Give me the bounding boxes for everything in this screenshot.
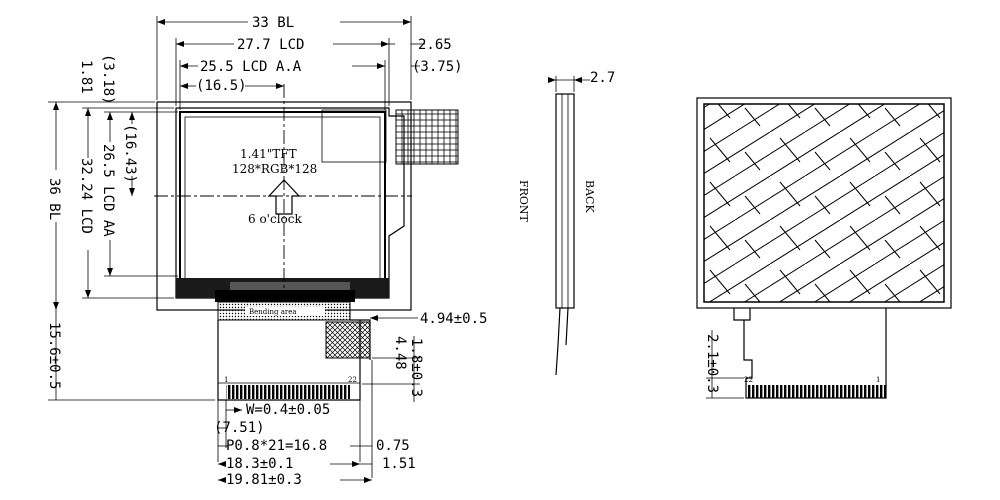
dim-right-aa-offset: (3.75) bbox=[412, 59, 463, 75]
panel-resolution-label: 128*RGB*128 bbox=[232, 162, 317, 176]
dim-fpc-margin: 1.51 bbox=[382, 456, 416, 472]
pin-first-label: 1 bbox=[224, 376, 228, 384]
dim-lcd-aa-width: 25.5 LCD A.A bbox=[200, 59, 302, 75]
dim-fpc-width: 18.3±0.1 bbox=[226, 456, 293, 472]
front-label: FRONT bbox=[517, 180, 530, 223]
dim-lcd-aa-height: 26.5 LCD AA bbox=[100, 144, 116, 237]
fpc-cable: Bending area 1 22 bbox=[215, 290, 371, 401]
dim-fpc-total-width: 19.81±0.3 bbox=[226, 472, 302, 488]
back-label: BACK bbox=[583, 180, 596, 213]
up-arrow-icon bbox=[267, 179, 301, 215]
dim-thickness: 2.7 bbox=[590, 70, 615, 86]
dim-bl-height: 36 BL bbox=[46, 178, 62, 220]
side-view: 2.7 FRONT BACK bbox=[517, 70, 615, 376]
dim-top-offset: 1.81 bbox=[78, 60, 94, 94]
active-area-inner bbox=[184, 116, 381, 288]
dim-fpc-right-width: 4.94±0.5 bbox=[420, 311, 487, 327]
dim-right-offset: 2.65 bbox=[418, 37, 452, 53]
back-fpc bbox=[733, 308, 887, 399]
back-fpc-contacts bbox=[746, 385, 886, 398]
dim-pin-offset: (7.51) bbox=[214, 420, 265, 436]
back-pin-first-label: 1 bbox=[876, 376, 880, 384]
bending-area-label: Bending area bbox=[249, 308, 297, 316]
side-body bbox=[555, 93, 575, 309]
dim-pitch-end: 0.75 bbox=[376, 438, 410, 454]
lcd-glass-outline bbox=[175, 107, 405, 299]
panel-size-label: 1.41"TFT bbox=[240, 147, 297, 161]
dim-contact-length: 4.48 bbox=[392, 336, 408, 370]
dim-lcd-height: 32.24 LCD bbox=[78, 158, 94, 234]
film-tab bbox=[395, 109, 459, 165]
back-pin-last-label: 22 bbox=[744, 376, 753, 384]
back-outline bbox=[696, 97, 952, 309]
orientation-label: 6 o'clock bbox=[248, 212, 302, 226]
dim-fpc-length: 15.6±0.5 bbox=[46, 322, 62, 389]
dim-bl-width: 33 BL bbox=[252, 15, 294, 31]
back-panel-hatch bbox=[703, 103, 945, 303]
top-dimensions: 33 BL 27.7 LCD 2.65 25.5 LCD A.A (3.75) … bbox=[156, 15, 463, 110]
dim-stiffener: 1.8±0.3 bbox=[408, 338, 424, 397]
dim-lcd-width: 27.7 LCD bbox=[237, 37, 304, 53]
fpc-contacts bbox=[226, 385, 350, 399]
back-view: 22 1 2.1±0.3 bbox=[696, 97, 952, 399]
dim-pin-width: W=0.4±0.05 bbox=[246, 402, 330, 418]
dim-center-x: (16.5) bbox=[196, 78, 247, 94]
fpc-bottom-dimensions: W=0.4±0.05 (7.51) P0.8*21=16.8 0.75 18.3… bbox=[214, 360, 416, 488]
left-dimensions: 36 BL 15.6±0.5 32.24 LCD 1.81 26.5 LCD A… bbox=[46, 54, 215, 401]
active-area bbox=[179, 111, 386, 293]
dim-back-bottom: 2.1±0.3 bbox=[704, 334, 720, 393]
pin-last-label: 22 bbox=[348, 376, 357, 384]
fpc-right-dimensions: 4.94±0.5 1.8±0.3 4.48 bbox=[362, 311, 487, 402]
dim-top-aa-offset: (3.18) bbox=[100, 54, 116, 105]
dim-center-y: (16.43) bbox=[122, 124, 138, 183]
dim-pitch: P0.8*21=16.8 bbox=[226, 438, 327, 454]
front-view: 1.41"TFT 128*RGB*128 6 o'clock Bending a… bbox=[46, 15, 487, 488]
